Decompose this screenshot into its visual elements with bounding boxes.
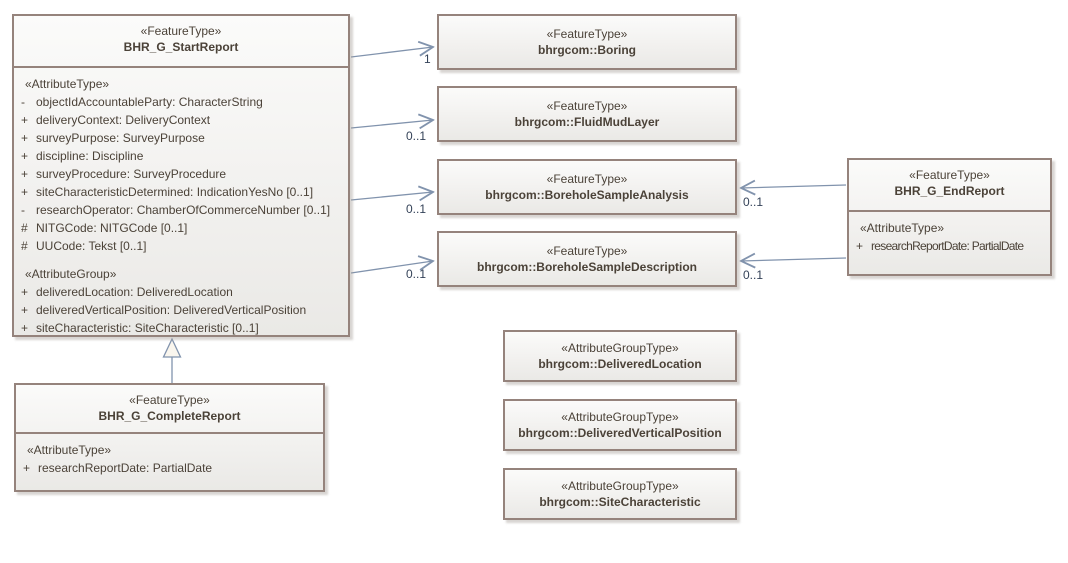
attribute-row: + siteCharacteristic: SiteCharacteristic… — [21, 321, 259, 335]
association-startreport-boring — [350, 47, 433, 58]
attribute-row: + discipline: Discipline — [21, 149, 144, 163]
association-startreport-boreholesampledescription — [350, 261, 433, 274]
class-header: «FeatureType» BHR_G_StartReport — [14, 16, 348, 68]
class-bhrgcom-deliveredverticalposition[interactable]: «AttributeGroupType» bhrgcom::DeliveredV… — [503, 399, 737, 451]
class-bhrgcom-deliveredlocation[interactable]: «AttributeGroupType» bhrgcom::DeliveredL… — [503, 330, 737, 382]
class-bhr-g-startreport[interactable]: «FeatureType» BHR_G_StartReport «Attribu… — [12, 14, 350, 337]
multiplicity-description-end: 0..1 — [743, 268, 764, 282]
compartment-spacer — [14, 255, 348, 265]
attribute-row: - objectIdAccountableParty: CharacterStr… — [21, 95, 263, 109]
class-stereotype: «FeatureType» — [140, 24, 222, 38]
generalization-completereport-startreport — [162, 337, 182, 383]
association-startreport-boreholesampleanalysis — [350, 192, 433, 200]
class-stereotype: «AttributeGroupType» — [561, 479, 679, 493]
class-name: BHR_G_EndReport — [894, 184, 1005, 198]
class-stereotype: «FeatureType» — [909, 168, 990, 182]
attribute-row: # UUCode: Tekst [0..1] — [21, 239, 147, 253]
class-stereotype: «FeatureType» — [546, 27, 628, 41]
class-bhrgcom-fluidmudlayer[interactable]: «FeatureType» bhrgcom::FluidMudLayer — [437, 86, 737, 142]
class-stereotype: «AttributeGroupType» — [561, 410, 679, 424]
attribute-row: + siteCharacteristicDetermined: Indicati… — [21, 185, 314, 199]
multiplicity-description-start: 0..1 — [406, 267, 427, 281]
class-stereotype: «AttributeGroupType» — [561, 341, 679, 355]
class-name: bhrgcom::FluidMudLayer — [514, 115, 660, 129]
multiplicity-analysis-end: 0..1 — [743, 195, 764, 209]
class-name: bhrgcom::SiteCharacteristic — [539, 495, 701, 509]
attribute-row: + deliveredLocation: DeliveredLocation — [21, 285, 233, 299]
class-attribute-compartment: «AttributeType» - objectIdAccountablePar… — [14, 68, 348, 335]
association-endreport-boreholesampledescription — [741, 258, 847, 261]
class-name: bhrgcom::BoreholeSampleDescription — [476, 260, 698, 274]
class-bhrgcom-boreholesampledescription[interactable]: «FeatureType» bhrgcom::BoreholeSampleDes… — [437, 231, 737, 287]
attribute-group-section-label: «AttributeGroup» — [25, 267, 117, 281]
class-bhrgcom-boring[interactable]: «FeatureType» bhrgcom::Boring — [437, 14, 737, 70]
multiplicity-boring: 1 — [424, 52, 431, 66]
attribute-row: + surveyPurpose: SurveyPurpose — [21, 131, 205, 145]
attribute-section-label: «AttributeType» — [860, 221, 945, 235]
class-header: «FeatureType» BHR_G_EndReport — [849, 160, 1050, 212]
class-name: bhrgcom::BoreholeSampleAnalysis — [485, 188, 689, 202]
attribute-section-label: «AttributeType» — [27, 443, 112, 457]
attribute-section-label: «AttributeType» — [25, 77, 110, 91]
class-header: «FeatureType» BHR_G_CompleteReport — [16, 385, 323, 434]
attribute-row: + deliveredVerticalPosition: DeliveredVe… — [21, 303, 307, 317]
class-stereotype: «FeatureType» — [546, 244, 628, 258]
class-stereotype: «FeatureType» — [129, 393, 210, 407]
class-bhrgcom-sitecharacteristic[interactable]: «AttributeGroupType» bhrgcom::SiteCharac… — [503, 468, 737, 520]
attribute-row: + researchReportDate: PartialDate — [856, 239, 1024, 253]
class-stereotype: «FeatureType» — [546, 99, 628, 113]
attribute-row: + deliveryContext: DeliveryContext — [21, 113, 211, 127]
association-startreport-fluidmudlayer — [350, 120, 433, 128]
association-endreport-boreholesampleanalysis — [741, 185, 847, 188]
class-name: bhrgcom::DeliveredVerticalPosition — [518, 426, 722, 440]
class-name: BHR_G_StartReport — [123, 40, 239, 54]
class-bhr-g-completereport[interactable]: «FeatureType» BHR_G_CompleteReport «Attr… — [14, 383, 325, 492]
attribute-row: + researchReportDate: PartialDate — [23, 461, 213, 475]
class-attribute-compartment: «AttributeType» + researchReportDate: Pa… — [16, 434, 323, 477]
class-bhr-g-endreport[interactable]: «FeatureType» BHR_G_EndReport «Attribute… — [847, 158, 1052, 276]
class-bhrgcom-boreholesampleanalysis[interactable]: «FeatureType» bhrgcom::BoreholeSampleAna… — [437, 159, 737, 215]
class-name: BHR_G_CompleteReport — [98, 409, 241, 423]
class-attribute-compartment: «AttributeType» + researchReportDate: Pa… — [849, 212, 1050, 255]
class-stereotype: «FeatureType» — [546, 172, 628, 186]
attribute-row: - researchOperator: ChamberOfCommerceNum… — [21, 203, 331, 217]
attribute-row: # NITGCode: NITGCode [0..1] — [21, 221, 188, 235]
class-name: bhrgcom::DeliveredLocation — [538, 357, 702, 371]
multiplicity-analysis-start: 0..1 — [406, 202, 427, 216]
class-name: bhrgcom::Boring — [538, 43, 636, 57]
multiplicity-fluidmudlayer: 0..1 — [406, 129, 427, 143]
attribute-row: + surveyProcedure: SurveyProcedure — [21, 167, 227, 181]
